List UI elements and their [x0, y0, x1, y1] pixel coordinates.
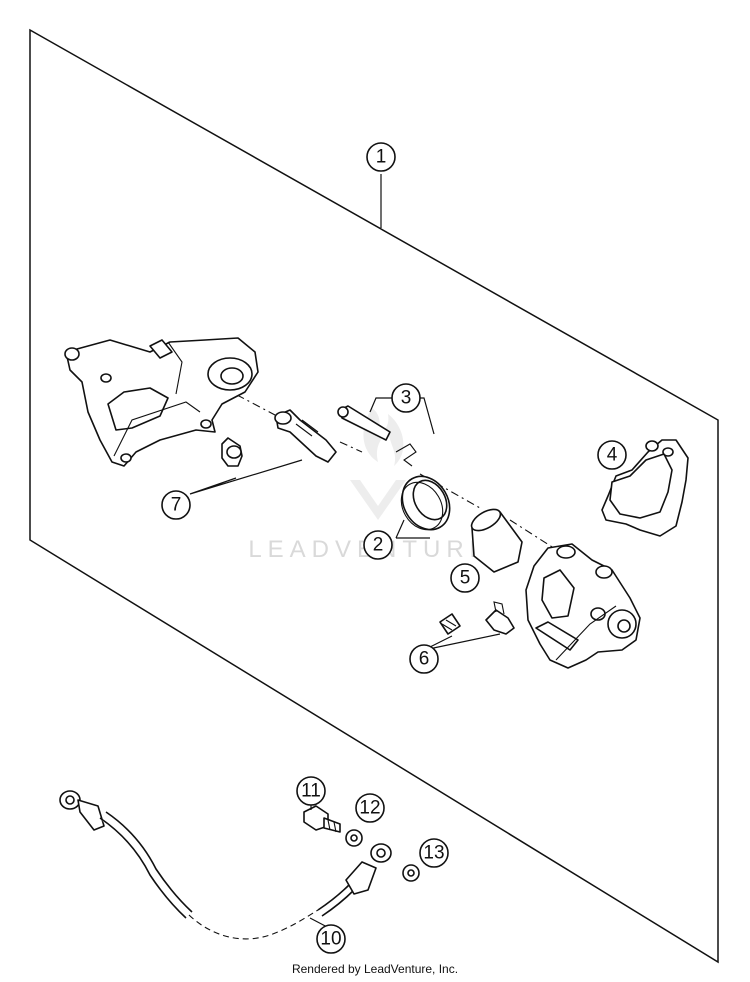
callout-label: 13 — [423, 843, 444, 864]
callout-label: 3 — [401, 388, 412, 409]
callout-label: 1 — [376, 147, 387, 168]
callout-12: 12 — [355, 793, 385, 823]
banjo-bolt — [303, 805, 341, 833]
callout-4: 4 — [597, 440, 627, 470]
piston — [470, 508, 523, 573]
callout-3: 3 — [391, 383, 421, 413]
assembly-boundary — [29, 28, 719, 964]
callout-label: 4 — [607, 445, 618, 466]
callout-11: 11 — [296, 776, 326, 806]
caliper-body — [525, 543, 641, 669]
callout-2: 2 — [363, 530, 393, 560]
rubber-boot — [221, 437, 243, 467]
callout-label: 11 — [301, 781, 321, 802]
callout-label: 6 — [419, 649, 430, 670]
callout-10: 10 — [316, 924, 346, 954]
caliper-bracket — [64, 337, 259, 467]
bleed-screws — [439, 601, 515, 635]
callout-1: 1 — [366, 142, 396, 172]
brake-pads — [601, 439, 689, 537]
callout-label: 7 — [171, 495, 182, 516]
guide-pin — [274, 409, 337, 463]
callout-13: 13 — [419, 838, 449, 868]
callout-label: 2 — [373, 535, 384, 556]
spring-clip — [395, 443, 417, 467]
seal-rings — [400, 475, 451, 531]
callout-label: 10 — [320, 929, 341, 950]
callout-label: 12 — [359, 798, 380, 819]
callout-5: 5 — [450, 563, 480, 593]
sealing-washer-12 — [345, 829, 363, 847]
assembly-axis — [204, 377, 561, 553]
callout-7: 7 — [161, 490, 191, 520]
pad-pin — [337, 405, 391, 441]
footer-credit: Rendered by LeadVenture, Inc. — [291, 962, 459, 976]
brake-hose — [59, 790, 392, 940]
callout-label: 5 — [460, 568, 471, 589]
callout-6: 6 — [409, 644, 439, 674]
sealing-washer-13 — [402, 864, 420, 882]
